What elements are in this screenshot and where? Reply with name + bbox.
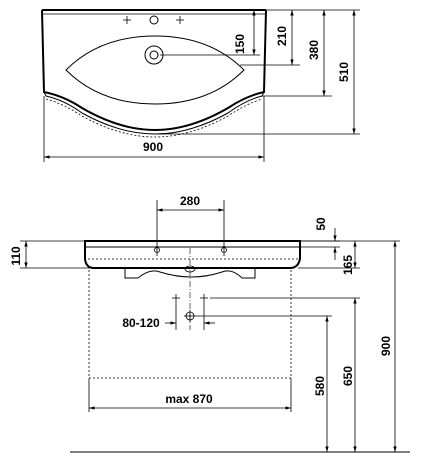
dim-165: 165 — [341, 255, 355, 275]
dim-380: 380 — [307, 40, 321, 60]
dim-max-870: max 870 — [165, 392, 213, 406]
dim-510: 510 — [337, 62, 351, 82]
tap-hole-icon — [123, 15, 184, 25]
tap-marker-icon — [154, 245, 227, 273]
dim-50: 50 — [314, 217, 328, 231]
basin-outline — [41, 9, 267, 132]
dim-650: 650 — [341, 366, 355, 386]
dim-280: 280 — [180, 194, 200, 208]
basin-front-outline — [84, 240, 301, 269]
basin-front-ridge — [45, 98, 263, 138]
dim-150: 150 — [233, 34, 247, 54]
basin-bowl — [65, 35, 245, 105]
dim-width-900: 900 — [143, 140, 163, 154]
front-view: 280 50 165 110 — [9, 194, 410, 453]
basin-underside — [124, 268, 256, 279]
dim-900: 900 — [379, 336, 393, 356]
basin-rim-bottom — [43, 91, 265, 135]
top-view: 150 210 380 510 900 — [41, 9, 360, 162]
dim-580: 580 — [313, 376, 327, 396]
dim-210: 210 — [275, 26, 289, 46]
dim-110: 110 — [9, 246, 23, 266]
dim-80-120: 80-120 — [122, 316, 160, 330]
